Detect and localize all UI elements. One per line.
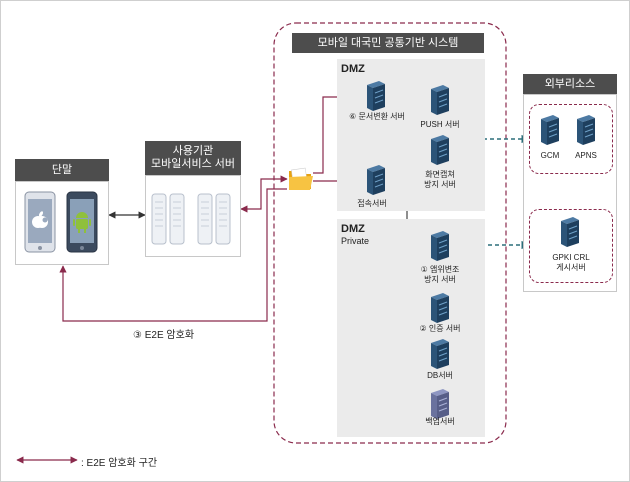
forgery-server-icon bbox=[431, 231, 449, 261]
doc-convert-label: ⑥ 문서변환 서버 bbox=[349, 112, 405, 121]
external-box bbox=[523, 94, 617, 292]
gpki-server-icon bbox=[561, 217, 579, 247]
dmz-label: DMZ bbox=[341, 63, 365, 75]
e2e-encryption-path bbox=[59, 188, 287, 322]
e2e-label: ③ E2E 암호화 bbox=[133, 330, 195, 341]
gpki-label-line2: 게시서버 bbox=[556, 263, 586, 272]
agency-title-line1: 사용기관 bbox=[172, 145, 214, 157]
apple-icon bbox=[32, 211, 48, 228]
capture-label-line2: 방지 서버 bbox=[424, 180, 456, 189]
db-label: DB서버 bbox=[427, 371, 453, 380]
rack-servers-icon bbox=[151, 193, 231, 245]
push-providers-group bbox=[529, 104, 613, 174]
access-server-icon bbox=[367, 165, 385, 195]
capture-label: 화면캡쳐 방지 서버 bbox=[415, 170, 465, 190]
capture-label-line1: 화면캡쳐 bbox=[425, 170, 455, 179]
gcm-server-icon bbox=[541, 115, 559, 145]
legend-text: : E2E 암호화 구간 bbox=[81, 458, 158, 469]
agency-folder-link bbox=[240, 175, 288, 213]
terminal-box bbox=[15, 181, 109, 265]
android-icon bbox=[73, 212, 91, 233]
forgery-label-line2: 방지 서버 bbox=[424, 275, 456, 284]
push-server-icon bbox=[431, 85, 449, 115]
auth-label: ② 인증 서버 bbox=[419, 324, 461, 333]
gcm-label: GCM bbox=[540, 151, 560, 160]
system-title: 모바일 대국민 공통기반 시스템 bbox=[292, 33, 484, 53]
dmz-zone bbox=[337, 59, 485, 211]
db-server-icon bbox=[431, 339, 449, 369]
agency-title: 사용기관 모바일서비스 서버 bbox=[145, 141, 241, 175]
system-boundary bbox=[273, 22, 507, 444]
smartphones bbox=[24, 191, 98, 253]
apns-server-icon bbox=[577, 115, 595, 145]
agency-title-line2: 모바일서비스 서버 bbox=[150, 158, 235, 170]
forgery-label: ① 앱위변조 방지 서버 bbox=[411, 265, 469, 285]
backup-label: 백업서버 bbox=[425, 417, 455, 426]
dmz-private-label: DMZ bbox=[341, 223, 365, 235]
dmz-private-sublabel: Private bbox=[341, 236, 370, 246]
gpki-label-line1: GPKI CRL bbox=[552, 253, 590, 262]
terminal-title: 단말 bbox=[15, 159, 109, 181]
push-label: PUSH 서버 bbox=[420, 120, 460, 129]
external-title: 외부리소스 bbox=[523, 74, 617, 94]
access-label: 접속서버 bbox=[357, 199, 387, 208]
capture-server-icon bbox=[431, 135, 449, 165]
dmz-private-zone bbox=[337, 219, 485, 437]
auth-server-icon bbox=[431, 293, 449, 323]
backup-server-icon bbox=[431, 389, 449, 419]
doc-convert-server-icon bbox=[367, 81, 385, 111]
apns-label: APNS bbox=[575, 151, 597, 160]
folder-icon bbox=[289, 167, 313, 190]
gpki-label: GPKI CRL 게시서버 bbox=[541, 253, 601, 273]
gpki-group bbox=[529, 209, 613, 283]
forgery-label-line1: ① 앱위변조 bbox=[420, 265, 460, 274]
agency-box bbox=[145, 175, 241, 257]
